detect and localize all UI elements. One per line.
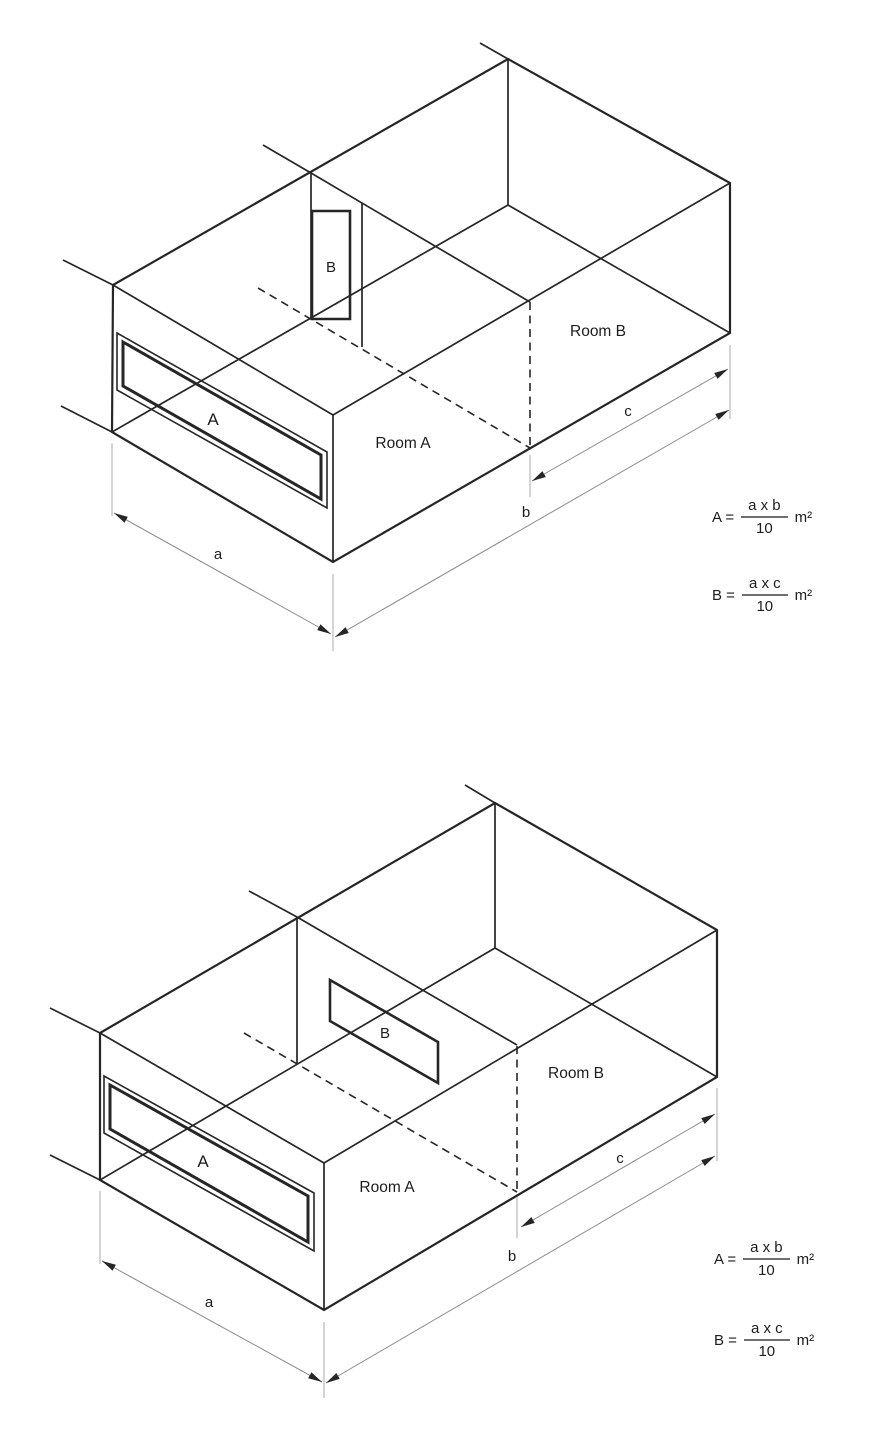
formula-area-b: B = a x c 10 m² <box>712 576 812 614</box>
opening-a-label: A <box>197 1152 209 1171</box>
fraction-denominator: 10 <box>756 598 774 615</box>
bottom-diagram: A B Room A Room B a b c <box>49 784 719 1398</box>
room-b-label: Room B <box>548 1065 604 1082</box>
fraction: a x c 10 <box>741 575 788 615</box>
formula-unit: m² <box>794 508 813 526</box>
dimension-line-c <box>531 368 729 482</box>
fraction-denominator: 10 <box>756 520 773 537</box>
formula-lhs: B = <box>712 586 735 604</box>
box-outline <box>98 801 719 1312</box>
fraction: a x b 10 <box>741 498 788 536</box>
partition-wall-lines <box>310 172 531 347</box>
fraction-bar <box>741 516 788 518</box>
opening-b-label: B <box>380 1025 390 1042</box>
fraction-numerator: a x b <box>750 1239 783 1256</box>
dim-b-label: b <box>522 504 530 521</box>
fraction-numerator: a x c <box>750 1320 783 1337</box>
dimension-line-a <box>101 1260 323 1383</box>
wall-extension-marks <box>49 784 496 1181</box>
fraction-bar <box>741 594 788 596</box>
dimension-line-c <box>520 1113 716 1228</box>
top-diagram: A B Room A Room B a b c <box>60 42 732 651</box>
formula-area-a: A = a x b 10 m² <box>712 498 812 536</box>
fraction-denominator: 10 <box>758 1262 775 1279</box>
dimension-extension-lines <box>111 345 731 651</box>
fraction: a x b 10 <box>743 1240 790 1278</box>
opening-b-frame <box>328 977 440 1086</box>
opening-b-frame <box>310 209 352 321</box>
fraction-numerator: a x c <box>748 575 781 592</box>
formula-lhs: B = <box>714 1331 737 1349</box>
opening-a-inner-frame <box>121 339 323 502</box>
opening-a-inner-frame <box>108 1082 310 1245</box>
partition-floor-dashed-line <box>257 287 531 449</box>
dim-a-label: a <box>214 546 223 563</box>
formula-lhs: A = <box>714 1250 737 1268</box>
opening-b-label: B <box>326 259 336 276</box>
box-interior-edges <box>99 803 718 1310</box>
room-b-label: Room B <box>570 323 626 340</box>
partition-wall-lines <box>296 916 518 1064</box>
dimension-extension-lines <box>99 1088 718 1398</box>
fraction-bar <box>743 1339 790 1341</box>
opening-a-label: A <box>207 410 219 429</box>
fraction-denominator: 10 <box>758 1343 776 1360</box>
box-outline <box>110 57 732 564</box>
room-a-label: Room A <box>359 1179 415 1196</box>
dimension-line-a <box>113 512 332 635</box>
formula-area-b: B = a x c 10 m² <box>714 1321 814 1359</box>
dim-c-label: c <box>624 403 632 420</box>
opening-a-outer-frame <box>103 1074 315 1253</box>
dim-a-label: a <box>205 1294 214 1311</box>
dim-b-label: b <box>508 1248 516 1265</box>
fraction: a x c 10 <box>743 1320 790 1360</box>
fraction-bar <box>743 1258 790 1260</box>
box-interior-edges <box>111 59 731 562</box>
formula-unit: m² <box>794 586 813 604</box>
opening-a-outer-frame <box>116 331 328 510</box>
partition-floor-dashed-line <box>243 1032 518 1193</box>
room-a-label: Room A <box>375 435 431 452</box>
formula-unit: m² <box>796 1331 815 1349</box>
dim-c-label: c <box>616 1150 624 1167</box>
formula-area-a: A = a x b 10 m² <box>714 1240 814 1278</box>
formula-lhs: A = <box>712 508 735 526</box>
fraction-numerator: a x b <box>748 497 781 514</box>
wall-extension-marks <box>60 42 509 433</box>
formula-unit: m² <box>796 1250 815 1268</box>
